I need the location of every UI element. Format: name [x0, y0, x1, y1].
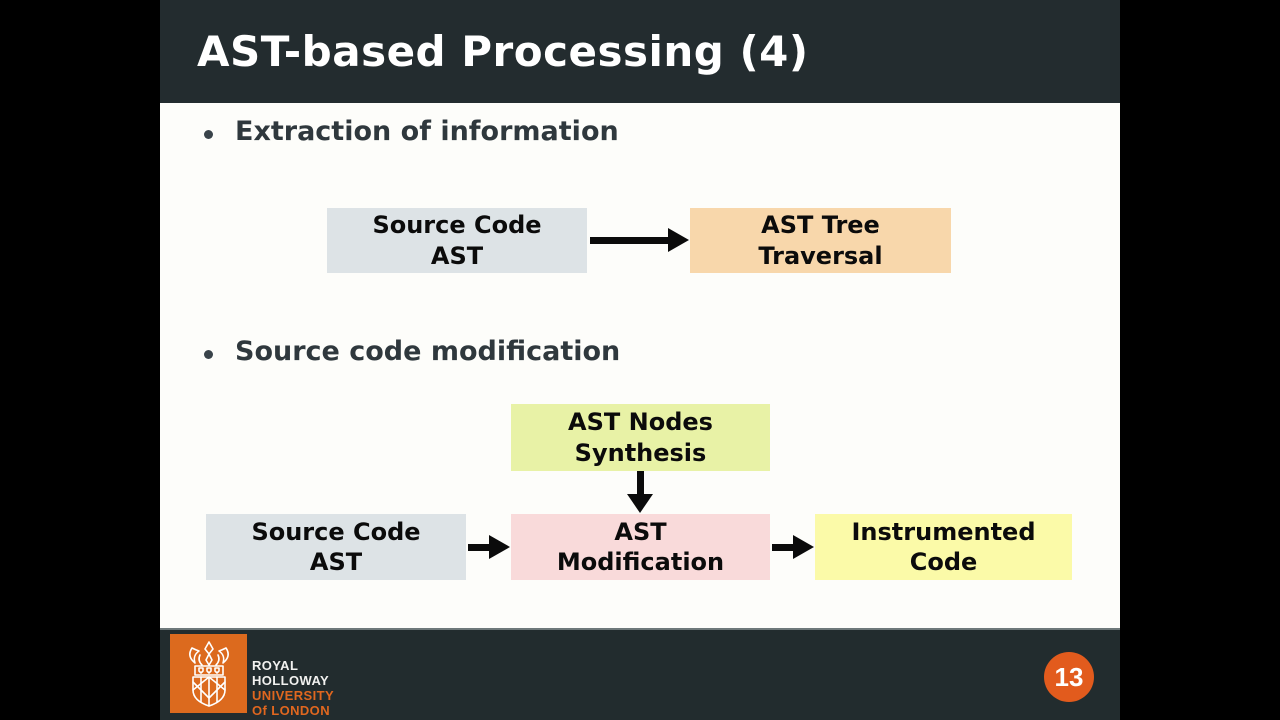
arrow-head-icon	[668, 228, 689, 252]
wordmark-line: Of LONDON	[252, 703, 330, 718]
crest-icon	[188, 640, 229, 707]
flow-arrow-right-2	[468, 535, 510, 559]
bullet-icon	[204, 350, 213, 359]
slide-body: Extraction of information Source Code AS…	[160, 103, 1120, 628]
flow-arrow-right-3	[772, 535, 814, 559]
flow-arrow-down	[627, 471, 653, 513]
presentation-slide: AST-based Processing (4) Extraction of i…	[160, 0, 1120, 720]
flow-box-ast-nodes-synthesis: AST Nodes Synthesis	[511, 404, 770, 471]
slide-title: AST-based Processing (4)	[197, 27, 809, 76]
arrow-head-icon	[627, 494, 653, 513]
flow-box-source-code-ast-1: Source Code AST	[327, 208, 587, 273]
arrow-shaft	[468, 543, 489, 551]
university-crest-logo	[170, 634, 247, 713]
flow-box-source-code-ast-2: Source Code AST	[206, 514, 466, 580]
page-number-badge: 13	[1044, 652, 1094, 702]
university-wordmark: ROYAL HOLLOWAY UNIVERSITY Of LONDON	[252, 658, 334, 718]
slide-footer: ROYAL HOLLOWAY UNIVERSITY Of LONDON 13	[160, 628, 1120, 720]
arrow-head-icon	[793, 535, 814, 559]
wordmark-line: ROYAL	[252, 658, 299, 673]
bullet-label: Source code modification	[235, 336, 621, 367]
page-number: 13	[1054, 661, 1084, 692]
arrow-head-icon	[489, 535, 510, 559]
flow-box-ast-modification: AST Modification	[511, 514, 770, 580]
arrow-shaft	[590, 236, 668, 244]
bullet-label: Extraction of information	[235, 116, 619, 147]
flow-box-instrumented-code: Instrumented Code	[815, 514, 1072, 580]
arrow-shaft	[636, 471, 644, 494]
flow-arrow-right-1	[590, 228, 689, 252]
slide-header: AST-based Processing (4)	[160, 0, 1120, 103]
wordmark-line: HOLLOWAY	[252, 673, 330, 688]
bullet-icon	[204, 130, 213, 139]
bullet-item-modification: Source code modification	[204, 336, 620, 367]
flow-box-ast-tree-traversal: AST Tree Traversal	[690, 208, 951, 273]
arrow-shaft	[772, 543, 793, 551]
wordmark-line: UNIVERSITY	[252, 688, 335, 703]
bullet-item-extraction: Extraction of information	[204, 116, 619, 147]
